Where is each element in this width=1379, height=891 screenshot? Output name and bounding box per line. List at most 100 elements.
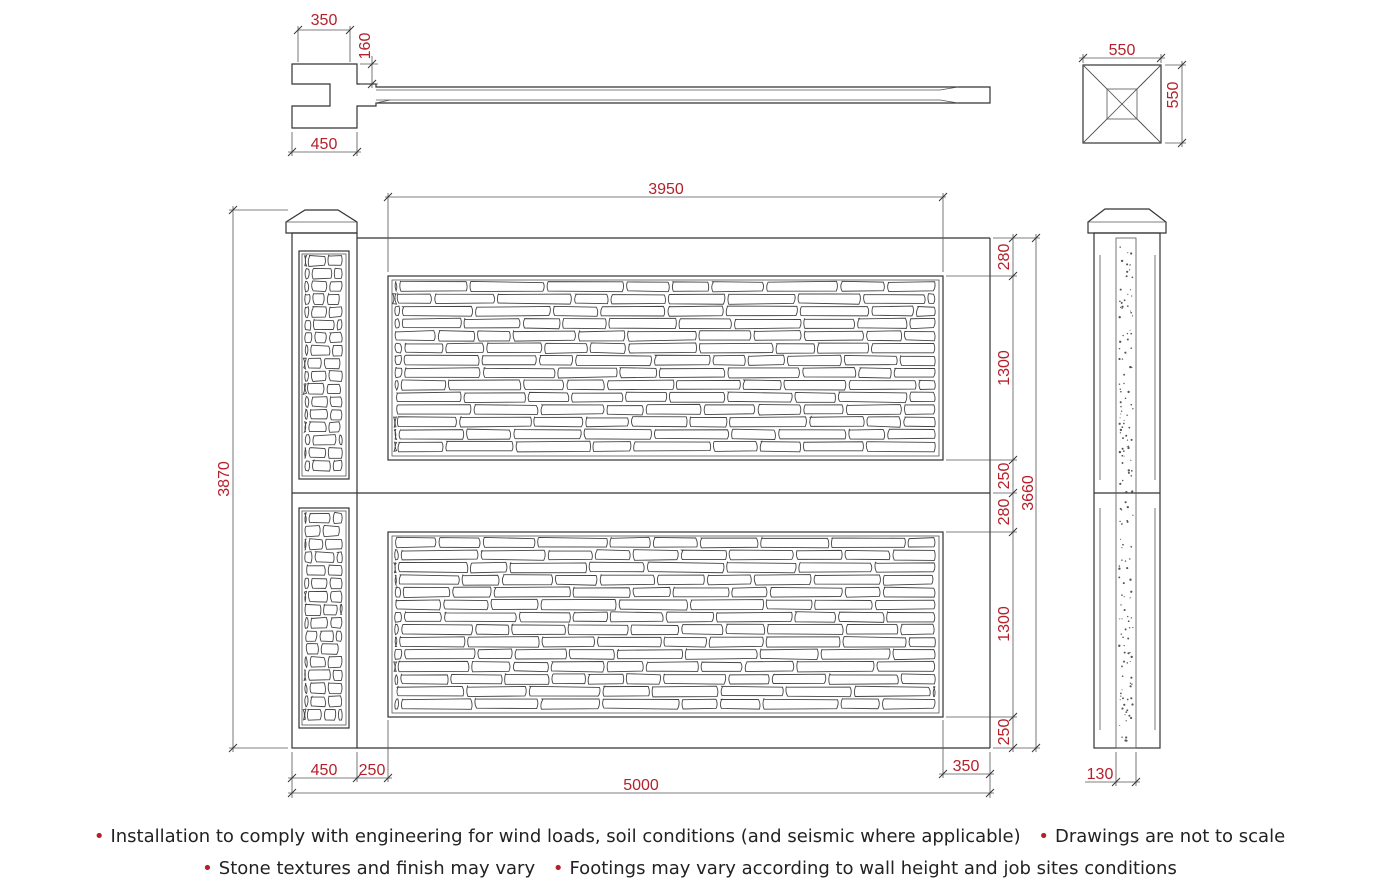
stone-block [578, 329, 626, 342]
concrete-speckle [1127, 652, 1130, 655]
concrete-speckle [1126, 709, 1129, 712]
stone-block [848, 379, 917, 391]
concrete-speckle [1130, 655, 1133, 659]
stone-block [404, 648, 476, 660]
stone-block [554, 574, 598, 586]
stone-block [814, 599, 873, 610]
stone-block [551, 673, 586, 685]
stone-block [308, 512, 331, 524]
stone-block [311, 578, 328, 589]
stone-block [609, 536, 651, 548]
stone-block [562, 318, 607, 330]
stone-block [689, 416, 728, 428]
stone-block [328, 369, 343, 382]
concrete-speckle [1119, 288, 1122, 291]
stone-block [329, 577, 343, 590]
stone-block [477, 648, 513, 659]
dim-bottom-gap-upper: 250 [996, 463, 1013, 490]
stone-block [820, 648, 891, 660]
stone-block [663, 636, 707, 648]
stone-block [871, 305, 914, 317]
stone-block [552, 305, 599, 317]
stone-block [528, 685, 601, 697]
concrete-speckle [1131, 276, 1134, 279]
concrete-speckle [1128, 627, 1131, 629]
concrete-speckle [1130, 311, 1133, 314]
concrete-speckle [1121, 559, 1123, 561]
concrete-speckle [1119, 699, 1121, 701]
stone-block [399, 280, 468, 292]
concrete-speckle [1122, 437, 1124, 440]
stone-block [857, 317, 908, 329]
stone-block [400, 698, 473, 710]
concrete-speckle [1127, 445, 1130, 447]
note-item: •Installation to comply with engineering… [93, 826, 1021, 847]
stone-block [322, 524, 340, 538]
stone-block [731, 586, 768, 598]
note-item: •Footings may vary according to wall hei… [552, 858, 1177, 879]
stone-block [510, 623, 566, 636]
stone-block [844, 549, 891, 561]
stone-block [903, 416, 936, 428]
concrete-speckle [1123, 596, 1125, 598]
stone-block [522, 318, 561, 330]
note-item: •Drawings are not to scale [1038, 826, 1286, 847]
stone-block [512, 329, 576, 342]
concrete-speckle [1129, 289, 1132, 291]
pier-cap-plan-view: 550 550 [1078, 42, 1187, 148]
concrete-speckle [1119, 428, 1123, 432]
concrete-speckle [1130, 403, 1133, 406]
stone-block [459, 416, 532, 428]
stone-block [665, 611, 715, 623]
stone-block [667, 305, 724, 317]
stone-block [303, 669, 307, 681]
dim-panel-height-upper: 1300 [996, 350, 1013, 386]
stone-block [309, 656, 326, 668]
concrete-speckle [1119, 482, 1122, 485]
stone-block [304, 525, 321, 538]
stone-block [619, 367, 658, 379]
stone-block [594, 549, 631, 561]
concrete-speckle [1121, 618, 1123, 620]
stone-block [720, 685, 784, 697]
concrete-speckle [1118, 565, 1121, 567]
stone-block [304, 408, 308, 420]
stone-block [900, 673, 936, 685]
stone-block [871, 342, 936, 354]
stone-block [445, 342, 485, 354]
concrete-speckle [1121, 305, 1124, 308]
stone-block [597, 636, 662, 648]
stone-block [394, 636, 398, 647]
concrete-speckle [1125, 434, 1128, 437]
stone-block [876, 660, 936, 672]
concrete-speckle [1126, 519, 1129, 522]
concrete-speckle [1126, 445, 1128, 447]
stone-block [769, 586, 843, 598]
stone-block [669, 391, 726, 403]
stone-block [401, 305, 473, 317]
stone-block [396, 291, 432, 304]
stone-block [656, 574, 705, 586]
stone-block [437, 330, 476, 342]
stone-block [302, 357, 307, 370]
stone-block [394, 380, 399, 392]
stone-block [606, 404, 644, 416]
stone-block [844, 586, 881, 598]
stone-block [907, 537, 936, 548]
stone-block [394, 674, 399, 685]
stone-block [397, 441, 444, 453]
stone-block [866, 416, 901, 428]
concrete-speckle [1126, 698, 1129, 701]
stone-block [557, 367, 618, 379]
stone-block [327, 447, 343, 459]
stone-block [304, 320, 312, 331]
concrete-speckle [1127, 471, 1130, 474]
stone-block [394, 318, 400, 329]
concrete-speckle [1127, 637, 1130, 640]
stone-block [512, 661, 549, 673]
stone-block [698, 330, 752, 341]
stone-block [394, 366, 403, 379]
stone-block [540, 698, 600, 710]
stone-block [308, 447, 327, 459]
stone-block [314, 331, 327, 344]
